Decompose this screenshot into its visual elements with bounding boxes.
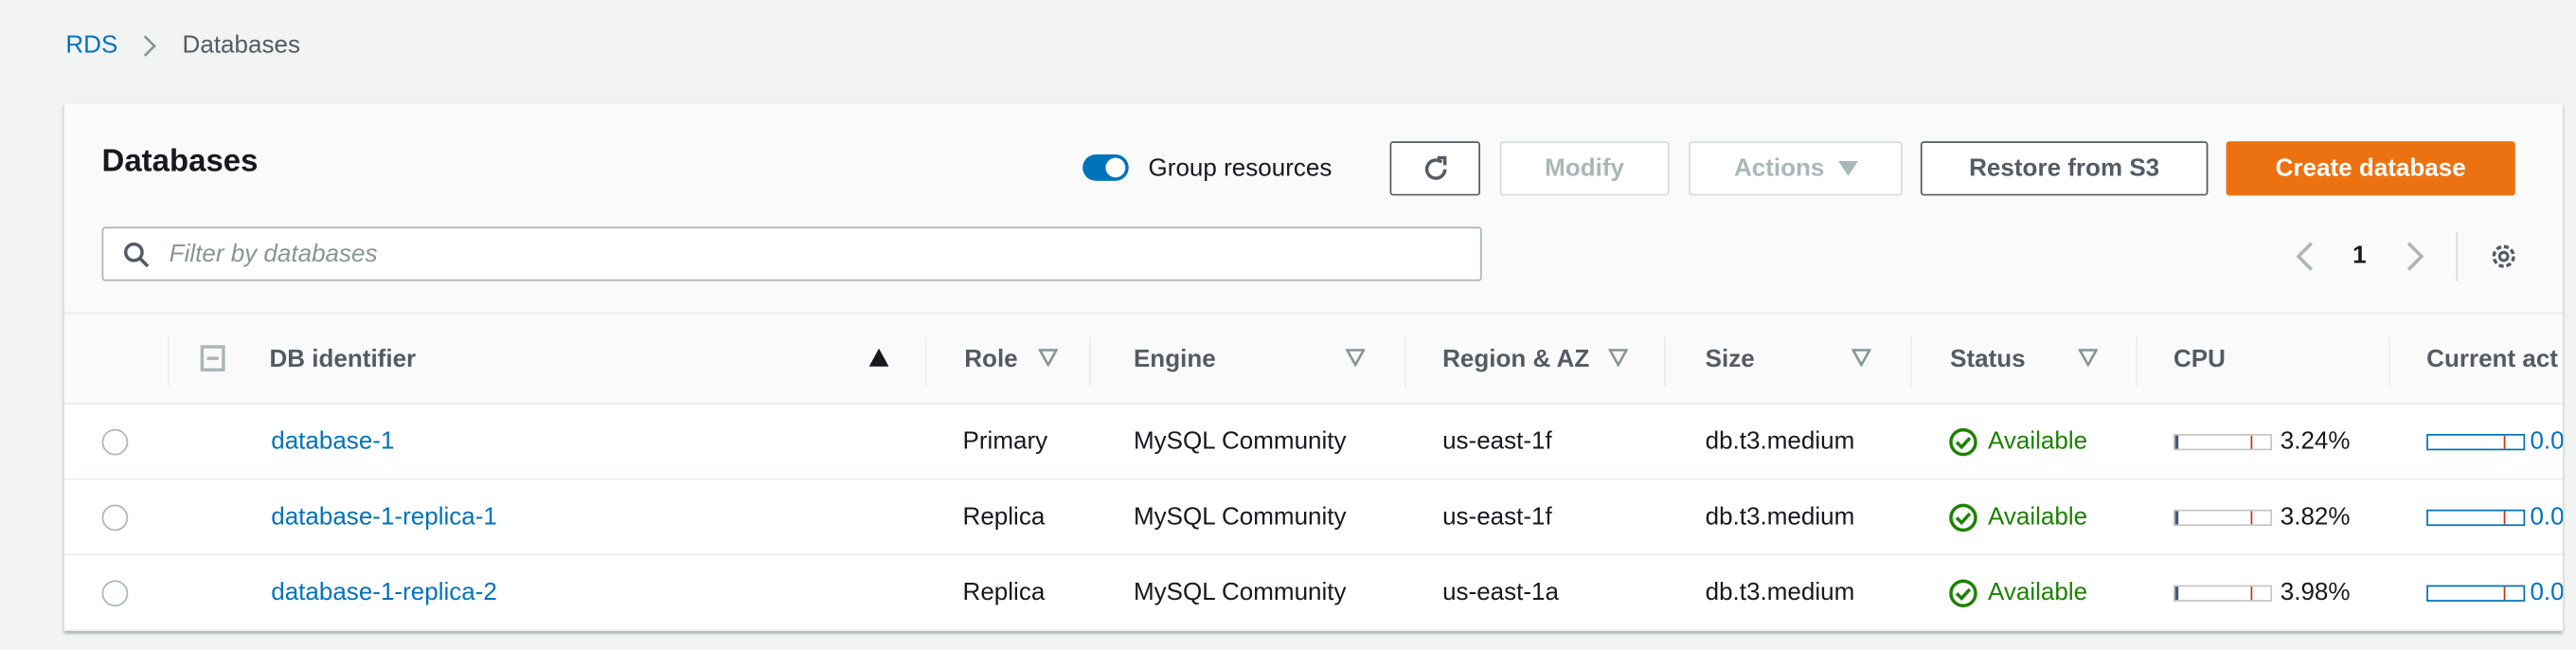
activity-value[interactable]: 0.0 [2530, 502, 2564, 532]
cpu-bar [2174, 584, 2273, 602]
create-label: Create database [2275, 154, 2466, 183]
status-cell: Available [1948, 480, 2087, 554]
role-cell: Replica [962, 502, 1046, 532]
engine-cell: MySQL Community [1133, 427, 1347, 456]
region-cell: us-east-1f [1442, 502, 1552, 532]
column-status[interactable]: Status [1950, 344, 2026, 372]
row-radio[interactable] [101, 503, 129, 531]
check-circle-icon [1949, 578, 1977, 607]
size-cell: db.t3.medium [1705, 578, 1855, 607]
cpu-cell: 3.24% [2174, 405, 2351, 478]
caret-down-icon [1837, 161, 1858, 176]
modify-button[interactable]: Modify [1499, 141, 1670, 196]
db-identifier-link[interactable]: database-1 [271, 427, 395, 456]
cpu-value: 3.98% [2280, 578, 2351, 607]
column-engine[interactable]: Engine [1133, 344, 1216, 372]
sort-icon[interactable] [2078, 349, 2099, 367]
activity-bar [2426, 433, 2526, 450]
db-identifier-link[interactable]: database-1-replica-2 [271, 578, 497, 607]
activity-bar [2426, 584, 2526, 602]
table-row: database-1-replica-1 Replica MySQL Commu… [63, 480, 2564, 556]
column-db-identifier[interactable]: DB identifier [269, 344, 417, 372]
engine-cell: MySQL Community [1133, 502, 1347, 532]
check-circle-icon [1949, 427, 1977, 456]
column-role[interactable]: Role [964, 344, 1018, 372]
filter-input[interactable]: Filter by databases [101, 226, 1482, 281]
activity-value[interactable]: 0.0 [2530, 427, 2564, 456]
cpu-bar-fill [2174, 434, 2178, 448]
restore-label: Restore from S3 [1969, 154, 2160, 183]
check-circle-icon [1949, 502, 1977, 532]
cpu-bar-fill [2174, 586, 2179, 600]
filter-placeholder: Filter by databases [169, 240, 378, 268]
refresh-icon [1424, 154, 1446, 179]
status-text: Available [1987, 578, 2088, 607]
cpu-value: 3.82% [2280, 502, 2351, 532]
breadcrumb-current: Databases [182, 30, 300, 60]
region-cell: us-east-1f [1442, 427, 1552, 456]
activity-cell: 0.0 [2426, 480, 2563, 554]
cpu-threshold-mark [2251, 510, 2253, 524]
page-title: Databases [101, 144, 259, 180]
modify-label: Modify [1545, 154, 1625, 183]
cpu-cell: 3.98% [2174, 555, 2351, 629]
row-radio[interactable] [101, 579, 129, 606]
breadcrumb-rds[interactable]: RDS [65, 30, 118, 60]
group-resources-label: Group resources [1148, 154, 1333, 183]
status-cell: Available [1948, 555, 2087, 629]
row-radio[interactable] [101, 427, 129, 455]
previous-page-icon[interactable] [2295, 242, 2315, 271]
activity-threshold-mark [2504, 586, 2507, 600]
status-cell: Available [1948, 405, 2087, 478]
activity-bar [2426, 508, 2526, 526]
status-text: Available [1987, 427, 2088, 456]
table-row: database-1 Primary MySQL Community us-ea… [63, 405, 2564, 480]
next-page-icon[interactable] [2406, 242, 2425, 271]
sort-icon[interactable] [1345, 349, 1366, 367]
cpu-bar [2174, 433, 2273, 450]
table-row: database-1-replica-2 Replica MySQL Commu… [63, 555, 2564, 632]
activity-threshold-mark [2504, 510, 2507, 524]
sort-icon[interactable] [1608, 349, 1629, 367]
status-text: Available [1987, 502, 2088, 532]
restore-from-s3-button[interactable]: Restore from S3 [1920, 141, 2209, 196]
cpu-bar [2174, 508, 2273, 526]
region-cell: us-east-1a [1442, 578, 1560, 607]
activity-threshold-mark [2504, 434, 2507, 448]
activity-value[interactable]: 0.0 [2530, 578, 2564, 607]
actions-button[interactable]: Actions [1689, 141, 1903, 196]
search-icon [123, 242, 150, 268]
activity-cell: 0.0 [2426, 405, 2563, 478]
page-number[interactable]: 1 [2352, 242, 2367, 270]
engine-cell: MySQL Community [1133, 578, 1347, 607]
databases-panel: Databases Group resources Modify Actions… [63, 103, 2564, 632]
select-all-checkbox[interactable] [200, 345, 225, 372]
chevron-right-icon [143, 35, 156, 57]
cpu-value: 3.24% [2280, 427, 2351, 456]
size-cell: db.t3.medium [1705, 427, 1855, 456]
sort-icon[interactable] [1038, 349, 1059, 367]
cpu-threshold-mark [2251, 586, 2253, 600]
actions-label: Actions [1733, 154, 1825, 183]
column-region[interactable]: Region & AZ [1442, 344, 1590, 372]
db-identifier-link[interactable]: database-1-replica-1 [271, 502, 497, 532]
role-cell: Replica [962, 578, 1046, 607]
refresh-button[interactable] [1389, 141, 1480, 196]
activity-cell: 0.0 [2426, 555, 2563, 629]
size-cell: db.t3.medium [1705, 502, 1855, 532]
column-cpu[interactable]: CPU [2174, 344, 2226, 372]
gear-icon[interactable] [2487, 240, 2520, 273]
sort-icon[interactable] [1852, 349, 1871, 367]
cpu-bar-fill [2174, 510, 2179, 524]
table-header: DB identifier Role Engine Region & AZ Si… [63, 312, 2564, 405]
cpu-cell: 3.82% [2174, 480, 2351, 554]
sort-ascending-icon[interactable] [868, 348, 889, 367]
cpu-threshold-mark [2251, 434, 2253, 448]
column-size[interactable]: Size [1705, 344, 1755, 372]
column-current-activity[interactable]: Current act [2426, 344, 2558, 372]
role-cell: Primary [962, 427, 1048, 456]
group-resources-toggle[interactable] [1082, 154, 1129, 181]
create-database-button[interactable]: Create database [2226, 141, 2515, 196]
